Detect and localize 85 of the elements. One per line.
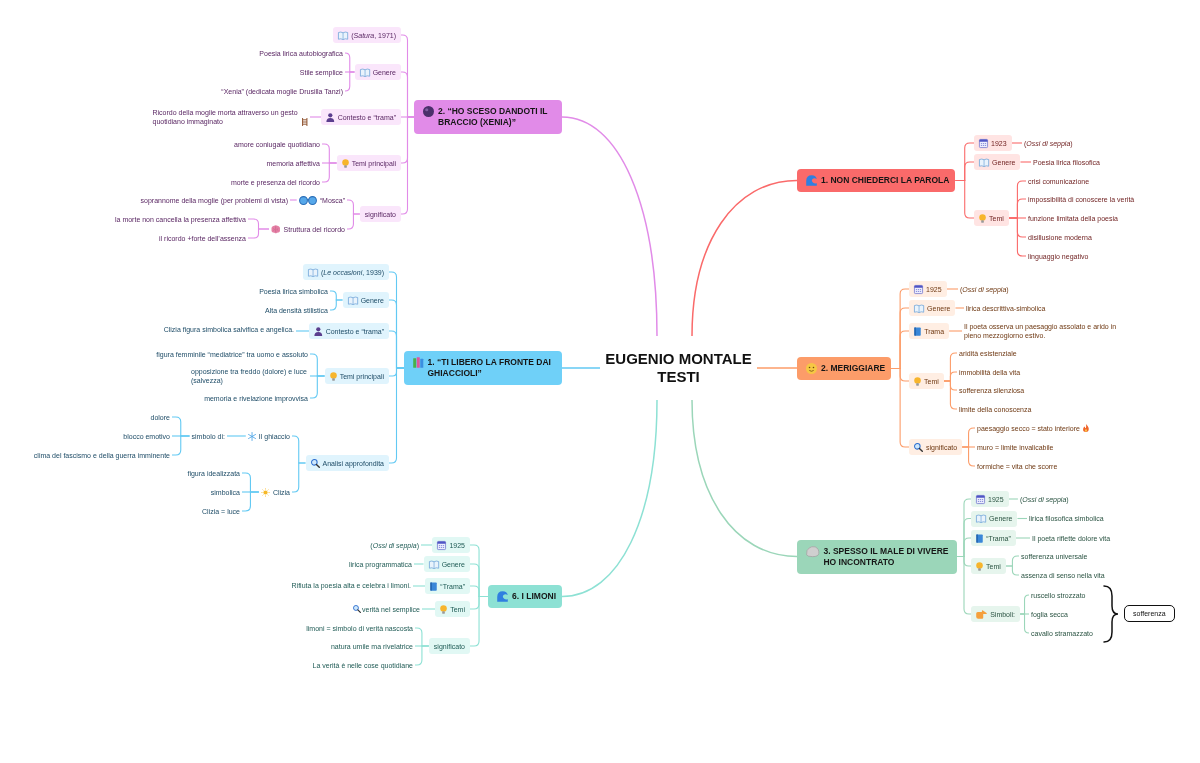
subtopic-box — [425, 578, 470, 594]
subtopic-box — [909, 373, 944, 389]
connector-line — [291, 462, 307, 493]
connector-line — [412, 585, 426, 587]
subtopic-box — [435, 601, 470, 617]
subtopic-box — [432, 537, 470, 553]
main-topic-box — [414, 100, 562, 134]
connector-line — [561, 399, 658, 598]
main-topic-title: 2. MERIGGIARE — [821, 363, 886, 374]
summary-box — [1124, 605, 1175, 622]
main-topic-box — [797, 169, 956, 192]
main-topic-title: 3. SPESSO IL MALE DI VIVERE HO INCONTRATO — [823, 545, 950, 568]
main-topic-title: 1. “TI LIBERO LA FRONTE DAI GHIACCIOLI” — [427, 357, 552, 379]
main-topic-box — [404, 351, 562, 385]
connector-line — [247, 228, 270, 239]
connector-line — [961, 446, 976, 467]
connector-line — [1016, 517, 1028, 520]
subtopic-box — [305, 455, 389, 471]
connector-line — [890, 367, 910, 448]
subtopic-box — [974, 135, 1012, 151]
subtopic-box — [423, 556, 470, 572]
connector-line — [346, 213, 361, 230]
connector-line — [344, 71, 356, 92]
connector-line — [414, 645, 430, 666]
subtopic-box — [971, 530, 1016, 546]
subtopic-box — [359, 206, 401, 222]
subtopic-box — [971, 510, 1018, 527]
connector-line — [329, 299, 344, 311]
subtopic-box — [971, 606, 1021, 622]
connector-line — [420, 544, 433, 546]
subtopic-box — [336, 155, 401, 171]
main-topic-box — [797, 357, 892, 380]
main-topic-title: 2. “HO SCESO DANDOTI IL BRACCIO (XENIA)” — [438, 106, 549, 128]
connector-line — [956, 555, 972, 615]
connector-line — [321, 162, 338, 183]
subtopic-box — [971, 491, 1009, 507]
main-topic-title: 1. NON CHIEDERCI LA PAROLA — [821, 175, 950, 186]
subtopic-box — [909, 300, 956, 316]
subtopic-box — [909, 323, 950, 339]
connector-line — [946, 288, 959, 290]
connector-line — [1015, 537, 1031, 539]
connector-line — [421, 608, 436, 610]
connector-line — [1011, 142, 1023, 144]
subtopic-box — [428, 638, 470, 654]
connector-line — [413, 563, 425, 565]
connector-line — [388, 367, 405, 464]
subtopic-box — [321, 109, 401, 125]
subtopic-box — [342, 292, 389, 308]
connector-line — [171, 435, 191, 456]
connector-line — [289, 199, 298, 201]
main-topic-box — [797, 539, 957, 574]
connector-line — [1005, 565, 1020, 576]
connector-line — [691, 399, 798, 558]
subtopic-box — [333, 27, 401, 43]
connector-line — [1019, 161, 1032, 163]
connector-line — [400, 116, 415, 215]
subtopic-box — [909, 281, 947, 297]
connector-line — [561, 116, 658, 337]
main-topic-box — [488, 585, 562, 608]
connector-line — [691, 179, 798, 337]
main-topic-title: 6. I LIMONI — [512, 591, 556, 602]
subtopic-box — [974, 154, 1021, 170]
connector-line — [241, 491, 260, 512]
subtopic-box — [971, 558, 1006, 574]
central-topic-title: EUGENIO MONTALE TESTI — [604, 350, 753, 386]
subtopic-box — [974, 210, 1009, 226]
connector-line — [1008, 498, 1019, 500]
subtopic-box — [309, 323, 389, 339]
connector-line — [756, 367, 798, 369]
connector-line — [295, 330, 310, 332]
connector-line — [561, 367, 601, 369]
connector-line — [943, 380, 958, 410]
connector-line — [309, 116, 322, 118]
subtopic-box — [354, 64, 401, 80]
connector-line — [469, 595, 489, 647]
subtopic-box — [302, 264, 389, 280]
subtopic-box — [324, 368, 389, 384]
connector-line — [1008, 217, 1027, 257]
connector-line — [948, 330, 963, 332]
connector-line — [1019, 613, 1030, 634]
subtopic-box — [909, 439, 963, 455]
connector-line — [954, 307, 965, 309]
connector-line — [226, 435, 247, 437]
connector-line — [954, 179, 975, 219]
connector-line — [309, 375, 326, 399]
